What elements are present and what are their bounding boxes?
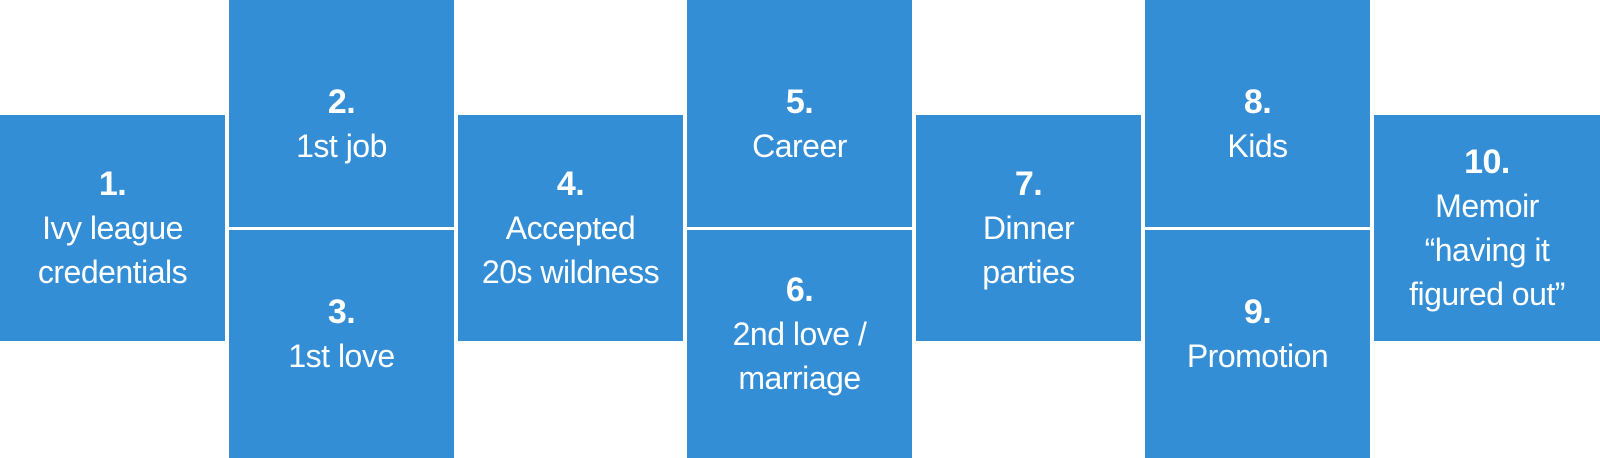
step-box-5: 5. Career: [687, 0, 912, 227]
step-number: 4.: [556, 165, 585, 203]
step-number: 8.: [1243, 82, 1272, 121]
step-box-7: 7. Dinner parties: [916, 115, 1141, 341]
step-number: 9.: [1243, 293, 1272, 331]
step-number: 5.: [785, 82, 814, 121]
step-label: Kids: [1227, 127, 1288, 164]
step-label: Promotion: [1186, 338, 1329, 374]
step-number: 2.: [327, 82, 356, 121]
step-box-4: 4. Accepted 20s wildness: [458, 115, 683, 341]
step-box-10: 10. Memoir “having it figured out”: [1374, 115, 1600, 341]
step-label: 1st job: [296, 127, 387, 164]
step-label: Ivy league credentials: [37, 210, 188, 290]
step-number: 3.: [327, 293, 356, 331]
step-number: 7.: [1014, 165, 1043, 203]
step-label: Memoir “having it figured out”: [1409, 188, 1565, 312]
step-box-2: 2. 1st job: [229, 0, 454, 227]
step-box-6: 6. 2nd love / marriage: [687, 230, 912, 458]
step-number: 10.: [1464, 143, 1510, 181]
step-box-1: 1. Ivy league credentials: [0, 115, 225, 341]
step-box-8: 8. Kids: [1145, 0, 1370, 227]
step-number: 6.: [785, 271, 814, 309]
step-number: 1.: [98, 165, 127, 203]
step-label: Career: [752, 127, 847, 164]
step-box-9: 9. Promotion: [1145, 230, 1370, 458]
step-label: Accepted 20s wildness: [481, 210, 660, 290]
step-label: 2nd love / marriage: [732, 316, 867, 396]
step-label: Dinner parties: [982, 210, 1075, 290]
step-box-3: 3. 1st love: [229, 230, 454, 458]
step-label: 1st love: [288, 338, 395, 374]
